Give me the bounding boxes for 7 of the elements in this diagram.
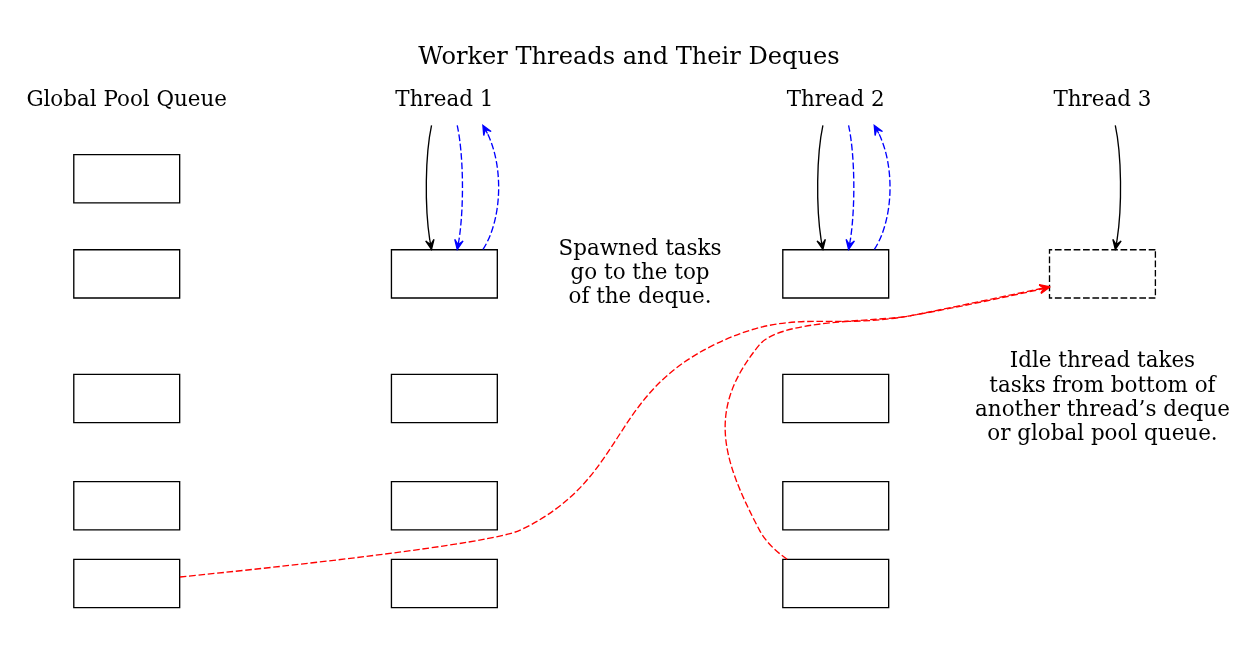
- node-text: Thread 1: [395, 86, 494, 112]
- diagram-title: Worker Threads and Their Deques: [418, 42, 840, 71]
- label: Global Pool Queue: [26, 86, 228, 112]
- label: Idle thread takes tasks from bottom of another thread’s deque or global pool queue.: [975, 347, 1230, 445]
- node-text: Thread 2: [786, 86, 885, 112]
- node-text: Thread 3: [1053, 86, 1152, 112]
- label: Spawned tasks go to the top of the deque.: [558, 234, 722, 309]
